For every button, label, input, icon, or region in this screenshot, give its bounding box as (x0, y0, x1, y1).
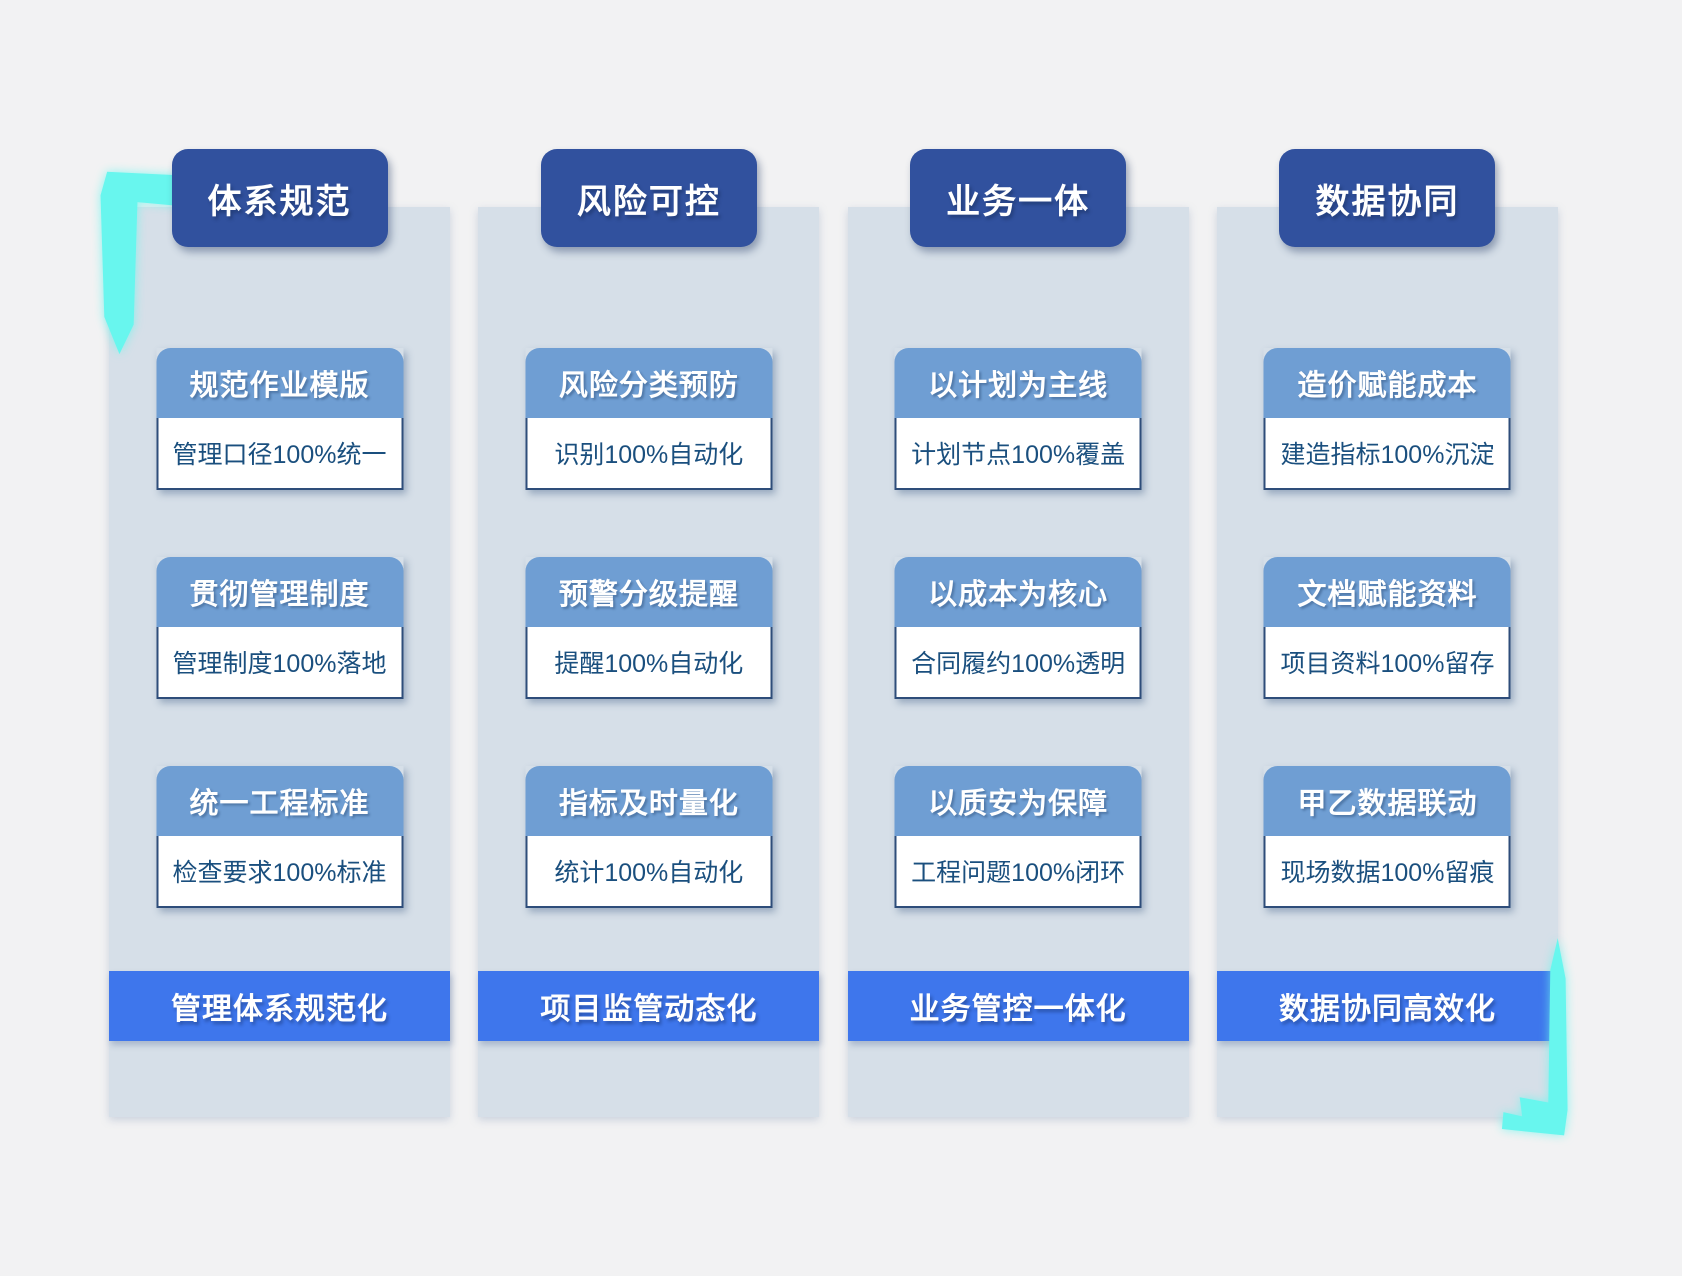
feature-card: 甲乙数据联动 现场数据100%留痕 (1263, 766, 1511, 908)
pillar-column-2: 风险可控 风险分类预防 识别100%自动化 预警分级提醒 提醒100%自动化 指… (478, 149, 820, 1117)
card-stack: 以计划为主线 计划节点100%覆盖 以成本为核心 合同履约100%透明 以质安为… (894, 348, 1142, 908)
feature-card-desc: 统计100%自动化 (525, 836, 773, 908)
card-stack: 造价赋能成本 建造指标100%沉淀 文档赋能资料 项目资料100%留存 甲乙数据… (1263, 348, 1511, 908)
feature-card-title: 风险分类预防 (525, 348, 773, 418)
card-stack: 规范作业模版 管理口径100%统一 贯彻管理制度 管理制度100%落地 统一工程… (156, 348, 403, 908)
column-header-label: 业务一体 (946, 182, 1091, 221)
feature-card-desc: 现场数据100%留痕 (1263, 836, 1511, 908)
feature-card-desc: 识别100%自动化 (525, 418, 773, 490)
feature-card: 规范作业模版 管理口径100%统一 (156, 348, 403, 490)
feature-card-title: 造价赋能成本 (1263, 348, 1511, 418)
feature-card: 文档赋能资料 项目资料100%留存 (1263, 557, 1511, 699)
corner-bracket-top-left-icon (100, 171, 227, 355)
feature-card: 风险分类预防 识别100%自动化 (525, 348, 773, 490)
feature-card: 统一工程标准 检查要求100%标准 (156, 766, 403, 908)
feature-card-title: 贯彻管理制度 (156, 557, 403, 627)
feature-card: 贯彻管理制度 管理制度100%落地 (156, 557, 403, 699)
corner-bracket-bottom-right-icon (1501, 938, 1568, 1136)
column-header-badge: 业务一体 (910, 149, 1127, 247)
feature-card-title: 甲乙数据联动 (1263, 766, 1511, 836)
feature-card-title: 以质安为保障 (894, 766, 1142, 836)
card-stack: 风险分类预防 识别100%自动化 预警分级提醒 提醒100%自动化 指标及时量化… (525, 348, 773, 908)
feature-card-desc: 计划节点100%覆盖 (894, 418, 1142, 490)
column-header-label: 体系规范 (207, 182, 352, 221)
feature-card-title: 文档赋能资料 (1263, 557, 1511, 627)
feature-card: 以计划为主线 计划节点100%覆盖 (894, 348, 1142, 490)
column-footer-banner: 业务管控一体化 (847, 971, 1189, 1041)
column-header-label: 数据协同 (1315, 182, 1460, 221)
feature-card: 造价赋能成本 建造指标100%沉淀 (1263, 348, 1511, 490)
feature-card-title: 统一工程标准 (156, 766, 403, 836)
feature-card-title: 预警分级提醒 (525, 557, 773, 627)
feature-card-title: 以成本为核心 (894, 557, 1142, 627)
column-footer-banner: 项目监管动态化 (478, 971, 820, 1041)
feature-card-desc: 检查要求100%标准 (156, 836, 403, 908)
column-footer-banner: 管理体系规范化 (109, 971, 450, 1041)
feature-card-desc: 合同履约100%透明 (894, 627, 1142, 699)
pillar-column-3: 业务一体 以计划为主线 计划节点100%覆盖 以成本为核心 合同履约100%透明… (847, 149, 1189, 1117)
feature-card-title: 指标及时量化 (525, 766, 773, 836)
column-footer-banner: 数据协同高效化 (1216, 971, 1558, 1041)
feature-card-desc: 管理制度100%落地 (156, 627, 403, 699)
column-header-badge: 体系规范 (171, 149, 388, 247)
feature-card-title: 规范作业模版 (156, 348, 403, 418)
feature-card-desc: 管理口径100%统一 (156, 418, 403, 490)
pillar-board: 体系规范 规范作业模版 管理口径100%统一 贯彻管理制度 管理制度100%落地… (109, 149, 1558, 1117)
column-header-label: 风险可控 (576, 182, 721, 221)
feature-card: 以质安为保障 工程问题100%闭环 (894, 766, 1142, 908)
pillar-column-4: 数据协同 造价赋能成本 建造指标100%沉淀 文档赋能资料 项目资料100%留存… (1216, 149, 1558, 1117)
pillar-column-1: 体系规范 规范作业模版 管理口径100%统一 贯彻管理制度 管理制度100%落地… (109, 149, 450, 1117)
feature-card-desc: 建造指标100%沉淀 (1263, 418, 1511, 490)
feature-card-title: 以计划为主线 (894, 348, 1142, 418)
column-header-badge: 数据协同 (1279, 149, 1496, 247)
feature-card-desc: 提醒100%自动化 (525, 627, 773, 699)
feature-card-desc: 项目资料100%留存 (1263, 627, 1511, 699)
feature-card: 以成本为核心 合同履约100%透明 (894, 557, 1142, 699)
feature-card: 预警分级提醒 提醒100%自动化 (525, 557, 773, 699)
feature-card-desc: 工程问题100%闭环 (894, 836, 1142, 908)
column-header-badge: 风险可控 (540, 149, 757, 247)
feature-card: 指标及时量化 统计100%自动化 (525, 766, 773, 908)
